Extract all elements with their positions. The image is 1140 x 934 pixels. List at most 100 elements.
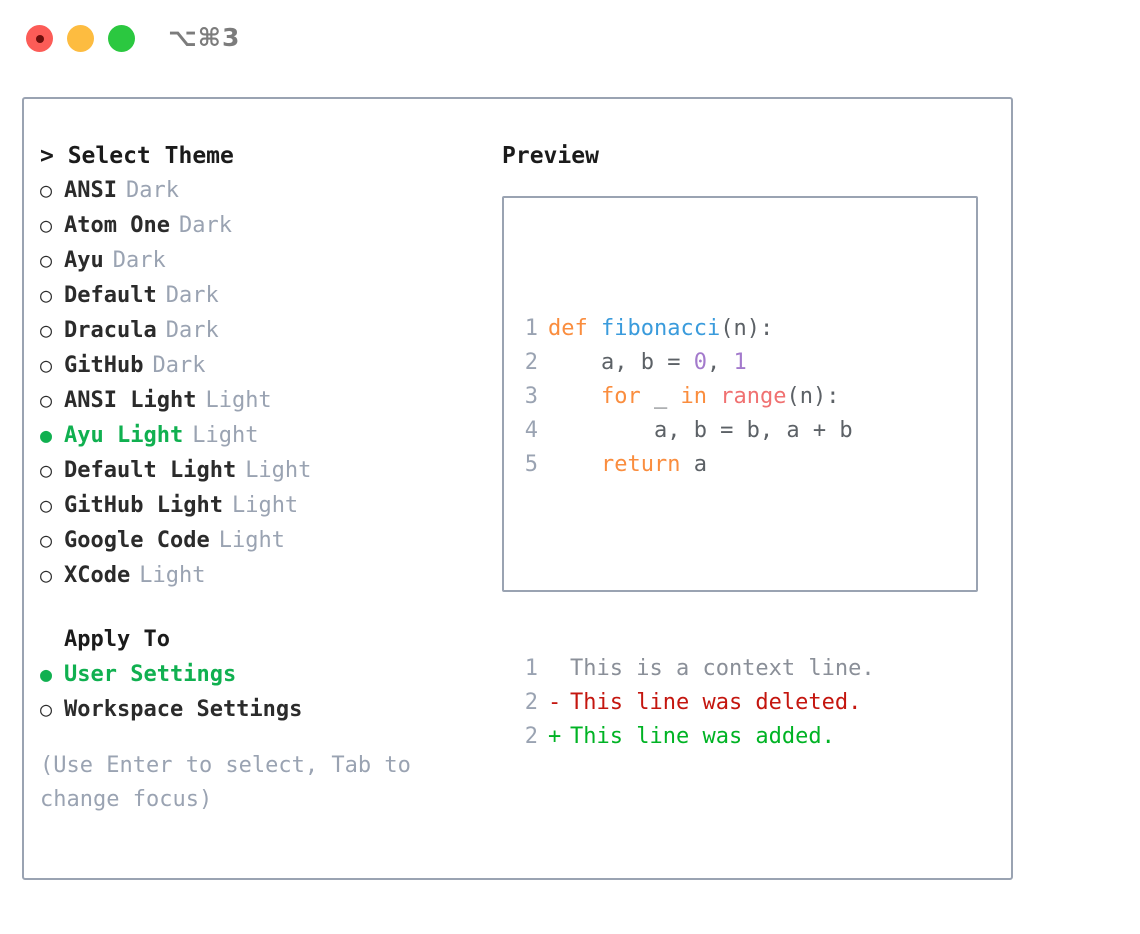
theme-option-tag: Dark	[112, 248, 166, 273]
diff-text: This line was added.	[570, 724, 835, 749]
title-bar: ⌥⌘3	[0, 0, 1140, 76]
code-token: def	[548, 316, 601, 341]
theme-option-name: Ayu	[64, 248, 104, 273]
code-token: ,	[706, 350, 734, 375]
code-blank-line	[518, 550, 875, 584]
theme-option-tag: Dark	[165, 318, 219, 343]
code-token: range	[720, 384, 787, 409]
radio-selected-icon: ●	[40, 662, 53, 686]
diff-lines: 1 This is a context line. 2-This line was…	[518, 652, 875, 754]
apply-to-heading: Apply To	[64, 627, 170, 652]
theme-option-dracula[interactable]: ○ Dracula Dark	[40, 313, 480, 348]
code-token: 1	[733, 350, 747, 375]
code-line: 2 a, b = 0, 1	[518, 346, 875, 380]
line-number: 1	[524, 316, 538, 341]
radio-unselected-icon: ○	[40, 248, 53, 272]
code-token: (n):	[720, 316, 774, 341]
theme-option-name: GitHub	[64, 353, 144, 378]
radio-unselected-icon: ○	[40, 178, 53, 202]
line-number: 5	[524, 452, 538, 477]
radio-unselected-icon: ○	[40, 697, 53, 721]
theme-option-name: Google Code	[64, 528, 210, 553]
theme-option-default[interactable]: ○ Default Dark	[40, 278, 480, 313]
code-token	[548, 384, 601, 409]
radio-unselected-icon: ○	[40, 458, 53, 482]
theme-option-ayu[interactable]: ○ Ayu Dark	[40, 243, 480, 278]
theme-option-name: ANSI	[64, 178, 117, 203]
theme-option-tag: Light	[245, 458, 312, 483]
code-line: 3 for _ in range(n):	[518, 380, 875, 414]
apply-to-list: ●User Settings ○ Workspace Settings	[40, 657, 480, 727]
theme-option-xcode[interactable]: ○ XCode Light	[40, 558, 480, 593]
theme-option-tag: Light	[231, 493, 299, 518]
radio-unselected-icon: ○	[40, 528, 53, 552]
theme-option-name: Dracula	[64, 318, 157, 343]
radio-unselected-icon: ○	[40, 388, 53, 412]
theme-option-default-light[interactable]: ○ Default Light Light	[40, 453, 480, 488]
code-token: a, b = b, a + b	[548, 418, 853, 443]
theme-option-tag: Light	[218, 528, 285, 553]
theme-option-google-code[interactable]: ○ Google Code Light	[40, 523, 480, 558]
radio-unselected-icon: ○	[40, 563, 53, 587]
maximize-button[interactable]	[108, 25, 135, 52]
theme-option-tag: Dark	[125, 178, 179, 203]
line-number: 2	[524, 724, 538, 749]
apply-to-option-user-settings[interactable]: ●User Settings	[40, 657, 480, 692]
diff-marker: -	[548, 690, 562, 715]
code-token: in	[680, 384, 707, 409]
line-number: 4	[524, 418, 538, 443]
window-controls	[26, 25, 135, 52]
theme-option-tag: Dark	[152, 353, 206, 378]
theme-option-tag: Light	[205, 388, 272, 413]
theme-option-name: Default	[64, 283, 157, 308]
line-number: 3	[524, 384, 538, 409]
code-line: 4 a, b = b, a + b	[518, 414, 875, 448]
line-number: 2	[524, 350, 538, 375]
theme-option-name: Default Light	[64, 458, 237, 483]
radio-unselected-icon: ○	[40, 353, 53, 377]
code-token: a, b =	[548, 350, 694, 375]
window-title: ⌥⌘3	[168, 23, 241, 52]
theme-option-name: Ayu Light	[64, 423, 184, 448]
code-token: (n):	[786, 384, 840, 409]
theme-option-name: ANSI Light	[64, 388, 197, 413]
line-number: 2	[524, 690, 538, 715]
theme-option-name: GitHub Light	[64, 493, 223, 518]
diff-text: This line was deleted.	[570, 690, 862, 715]
code-line: 1 def fibonacci(n):	[518, 312, 875, 346]
section-spacer	[40, 593, 480, 623]
theme-option-github[interactable]: ○ GitHub Dark	[40, 348, 480, 383]
radio-unselected-icon: ○	[40, 283, 53, 307]
theme-option-name: XCode	[64, 563, 131, 588]
close-button[interactable]	[26, 25, 53, 52]
diff-line-ctx: 1 This is a context line.	[518, 652, 875, 686]
apply-to-option-label: Workspace Settings	[64, 697, 303, 722]
theme-option-tag: Light	[139, 563, 206, 588]
theme-option-tag: Dark	[178, 213, 232, 238]
diff-text: This is a context line.	[570, 656, 875, 681]
select-theme-heading: > Select Theme	[40, 143, 234, 169]
apply-to-option-workspace-settings[interactable]: ○ Workspace Settings	[40, 692, 480, 727]
code-token: return	[600, 452, 681, 477]
theme-option-ansi[interactable]: ○ ANSI Dark	[40, 173, 480, 208]
code-token: fibonacci	[600, 316, 721, 341]
radio-unselected-icon: ○	[40, 318, 53, 342]
theme-option-ansi-light[interactable]: ○ ANSI Light Light	[40, 383, 480, 418]
minimize-button[interactable]	[67, 25, 94, 52]
code-token: 0	[693, 350, 707, 375]
theme-option-tag: Dark	[165, 283, 219, 308]
diff-marker: +	[548, 724, 562, 749]
code-token	[707, 384, 720, 409]
